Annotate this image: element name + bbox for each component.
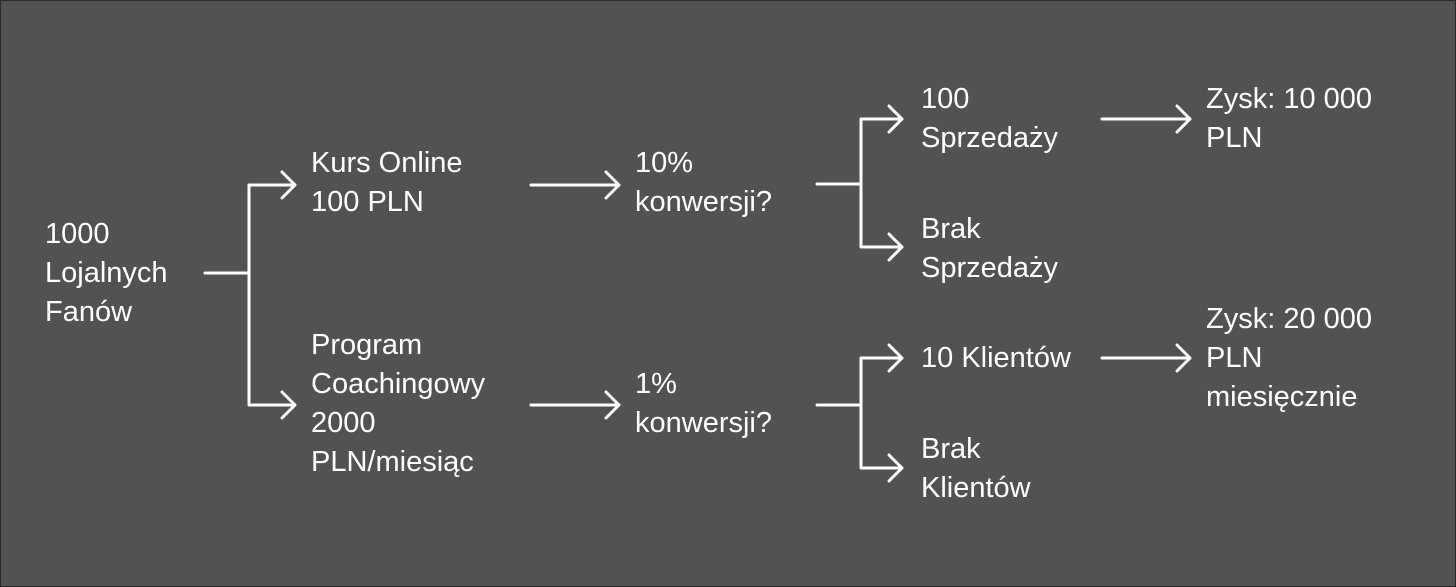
edge-course-conversion-to-sales xyxy=(815,104,904,186)
node-course-conversion-line-1: 10% xyxy=(635,147,694,179)
edge-root-to-course xyxy=(203,170,297,275)
node-course-line-2: 100 PLN xyxy=(311,186,424,218)
node-course: Kurs Online 100 PLN xyxy=(311,144,463,222)
node-course-sales-line-2: Sprzedaży xyxy=(921,122,1059,154)
node-course-no-sales-line-2: Sprzedaży xyxy=(921,252,1059,284)
node-course-profit-line-1: Zysk: 10 000 xyxy=(1206,83,1373,115)
node-course-conversion-line-2: konwersji? xyxy=(635,186,772,218)
node-course-no-sales-line-1: Brak xyxy=(921,213,981,245)
node-coaching-conversion-line-2: konwersji? xyxy=(635,407,772,439)
edge-coaching-conversion-to-clients xyxy=(815,343,904,407)
node-coaching-no-clients: Brak Klientów xyxy=(921,430,1031,508)
node-course-sales: 100 Sprzedaży xyxy=(921,80,1058,158)
node-coaching-clients: 10 Klientów xyxy=(921,339,1071,378)
node-course-line-1: Kurs Online xyxy=(311,147,463,179)
edge-root-to-coaching xyxy=(247,271,297,420)
node-coaching-line-2: Coachingowy xyxy=(311,368,486,400)
node-coaching-profit: Zysk: 20 000 PLN miesięcznie xyxy=(1206,300,1372,417)
node-coaching-profit-line-3: miesięcznie xyxy=(1206,381,1358,413)
node-coaching-profit-line-1: Zysk: 20 000 xyxy=(1206,303,1373,335)
node-coaching-conversion-line-1: 1% xyxy=(635,368,677,400)
edge-sales-to-profit xyxy=(1100,104,1192,134)
node-coaching-line-3: 2000 xyxy=(311,407,376,439)
node-coaching-no-clients-line-1: Brak xyxy=(921,433,981,465)
node-coaching-no-clients-line-2: Klientów xyxy=(921,472,1031,504)
node-root-line-3: Fanów xyxy=(45,296,133,328)
node-coaching-conversion: 1% konwersji? xyxy=(635,365,772,443)
node-root-line-1: 1000 xyxy=(45,218,110,250)
edge-coaching-conversion-to-no-clients xyxy=(859,403,904,483)
node-coaching-profit-line-2: PLN xyxy=(1206,342,1263,374)
node-root-line-2: Lojalnych xyxy=(45,257,168,289)
node-course-no-sales: Brak Sprzedaży xyxy=(921,210,1058,288)
edge-clients-to-profit xyxy=(1100,343,1192,373)
edge-coaching-to-conversion xyxy=(529,390,621,420)
edge-course-to-conversion xyxy=(529,170,621,200)
node-root: 1000 Lojalnych Fanów xyxy=(45,215,168,332)
node-course-profit: Zysk: 10 000 PLN xyxy=(1206,80,1372,158)
node-coaching-clients-line-1: 10 Klientów xyxy=(921,342,1071,374)
node-coaching-line-1: Program xyxy=(311,329,423,361)
node-course-profit-line-2: PLN xyxy=(1206,122,1263,154)
node-coaching: Program Coachingowy 2000 PLN/miesiąc xyxy=(311,326,485,482)
node-course-sales-line-1: 100 xyxy=(921,83,970,115)
node-course-conversion: 10% konwersji? xyxy=(635,144,772,222)
edge-course-conversion-to-no-sales xyxy=(859,182,904,262)
node-coaching-line-4: PLN/miesiąc xyxy=(311,446,474,478)
